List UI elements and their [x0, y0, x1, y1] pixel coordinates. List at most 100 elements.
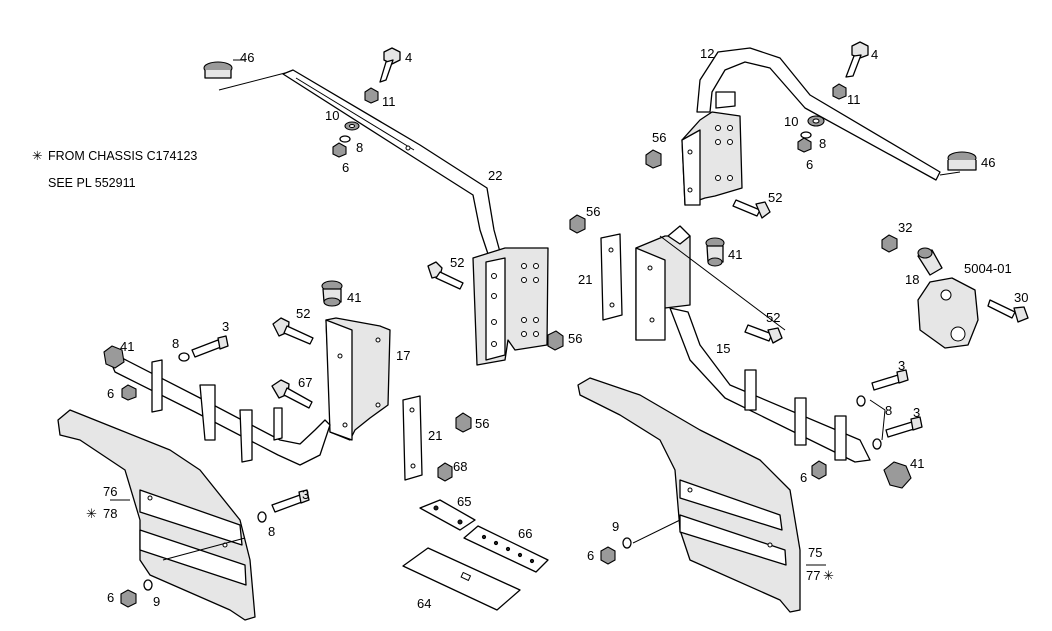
callout-22: 22: [488, 168, 502, 183]
bolt-67: [271, 379, 313, 409]
callout-77-star: ✳: [823, 568, 834, 583]
callout-30: 30: [1014, 290, 1028, 305]
rubber-plug-46-left: [203, 61, 286, 91]
callout-9-right: 9: [612, 519, 619, 534]
callout-52-a: 52: [450, 255, 464, 270]
callout-12: 12: [700, 46, 714, 61]
plug-41-mid: [321, 280, 343, 307]
leader-lines: [110, 59, 826, 566]
callout-10-right: 10: [784, 114, 798, 129]
callout-21-top: 21: [578, 272, 592, 287]
nut-6-left: [121, 384, 137, 401]
callout-78: 78: [103, 506, 117, 521]
callout-6-left-top: 6: [342, 160, 349, 175]
callout-17: 17: [396, 348, 410, 363]
bolt-30: [987, 299, 1029, 323]
callout-65: 65: [457, 494, 471, 509]
support-arm-12: [696, 47, 941, 181]
callout-52-d: 52: [766, 310, 780, 325]
nut-56-d: [645, 149, 662, 169]
washer-10-left: [344, 121, 360, 131]
washer-8-right-top: [800, 131, 812, 139]
nut-6-right: [811, 460, 827, 480]
washer-8-left: [178, 352, 190, 362]
note-chassis-range: FROM CHASSIS C174123: [48, 149, 197, 163]
callout-6-bottom: 6: [107, 590, 114, 605]
callout-8-right: 8: [885, 403, 892, 418]
callout-68: 68: [453, 459, 467, 474]
washer-8-left-top: [339, 135, 351, 143]
callout-67: 67: [298, 375, 312, 390]
callout-52-c: 52: [768, 190, 782, 205]
bracket-right-mid: [635, 225, 691, 341]
callout-9-left: 9: [153, 594, 160, 609]
callout-21-mid: 21: [428, 428, 442, 443]
callout-32: 32: [898, 220, 912, 235]
plate-65: [419, 499, 476, 531]
bolt-3-right-1: [871, 369, 909, 391]
callout-3-right-1: 3: [898, 358, 905, 373]
callout-8-right-top: 8: [819, 136, 826, 151]
nut-6-right-bottom: [600, 546, 616, 565]
callout-3-left: 3: [222, 319, 229, 334]
bolt-52-d: [744, 324, 783, 344]
washer-9-left: [143, 579, 153, 591]
callout-15: 15: [716, 341, 730, 356]
nut-6-right-top: [797, 137, 812, 153]
callout-77: 77: [806, 568, 820, 583]
nut-32: [881, 234, 898, 253]
bolt-4-right: [845, 41, 869, 78]
nut-6-bottom: [120, 589, 137, 608]
plug-41-right-top: [705, 237, 725, 267]
callout-56-a: 56: [586, 204, 600, 219]
callout-6-right-bottom: 6: [587, 548, 594, 563]
bolt-52-a: [427, 261, 464, 290]
note-star-icon: ✳: [32, 149, 43, 163]
plug-41-right: [883, 461, 912, 489]
bolt-3-bottom: [271, 489, 310, 513]
plug-41-left: [103, 345, 125, 369]
nut-56-a: [569, 214, 586, 234]
mud-flap-64: [402, 547, 521, 611]
nut-11-right: [832, 83, 847, 100]
washer-10-right: [807, 115, 825, 127]
spacer-21-top: [600, 233, 623, 321]
callout-3-right-2: 3: [913, 405, 920, 420]
nut-56-c: [455, 412, 472, 433]
washer-8-bottom: [257, 511, 267, 523]
nut-6-left-top: [332, 142, 347, 158]
callout-41-right: 41: [910, 456, 924, 471]
callout-52-b: 52: [296, 306, 310, 321]
callout-75: 75: [808, 545, 822, 560]
nut-68: [437, 462, 453, 482]
callout-41-right-top: 41: [728, 247, 742, 262]
callout-78-star: ✳: [86, 506, 97, 521]
callout-4-right: 4: [871, 47, 878, 62]
bushing-18: [917, 247, 943, 276]
callout-8-bottom: 8: [268, 524, 275, 539]
washer-8-right: [856, 395, 886, 450]
rubber-plug-46-right: [939, 151, 977, 176]
callout-76: 76: [103, 484, 117, 499]
callout-11-left: 11: [382, 94, 396, 109]
washer-9-right: [622, 537, 632, 549]
callout-6-left: 6: [107, 386, 114, 401]
note-see-pl: SEE PL 552911: [48, 176, 136, 190]
callout-8-left-top: 8: [356, 140, 363, 155]
callout-41-mid: 41: [347, 290, 361, 305]
mudguard-76: [57, 409, 256, 621]
callout-4-left: 4: [405, 50, 412, 65]
callout-46-right: 46: [981, 155, 995, 170]
callout-18: 18: [905, 272, 919, 287]
mudguard-75: [577, 377, 801, 613]
bolt-52-c: [732, 199, 771, 219]
cross-tube-left: [109, 357, 331, 466]
callout-56-b: 56: [568, 331, 582, 346]
plate-66: [463, 525, 549, 573]
callout-8-left: 8: [172, 336, 179, 351]
callout-5004-01: 5004-01: [964, 261, 1012, 276]
callout-56-d: 56: [652, 130, 666, 145]
callout-64: 64: [417, 596, 431, 611]
